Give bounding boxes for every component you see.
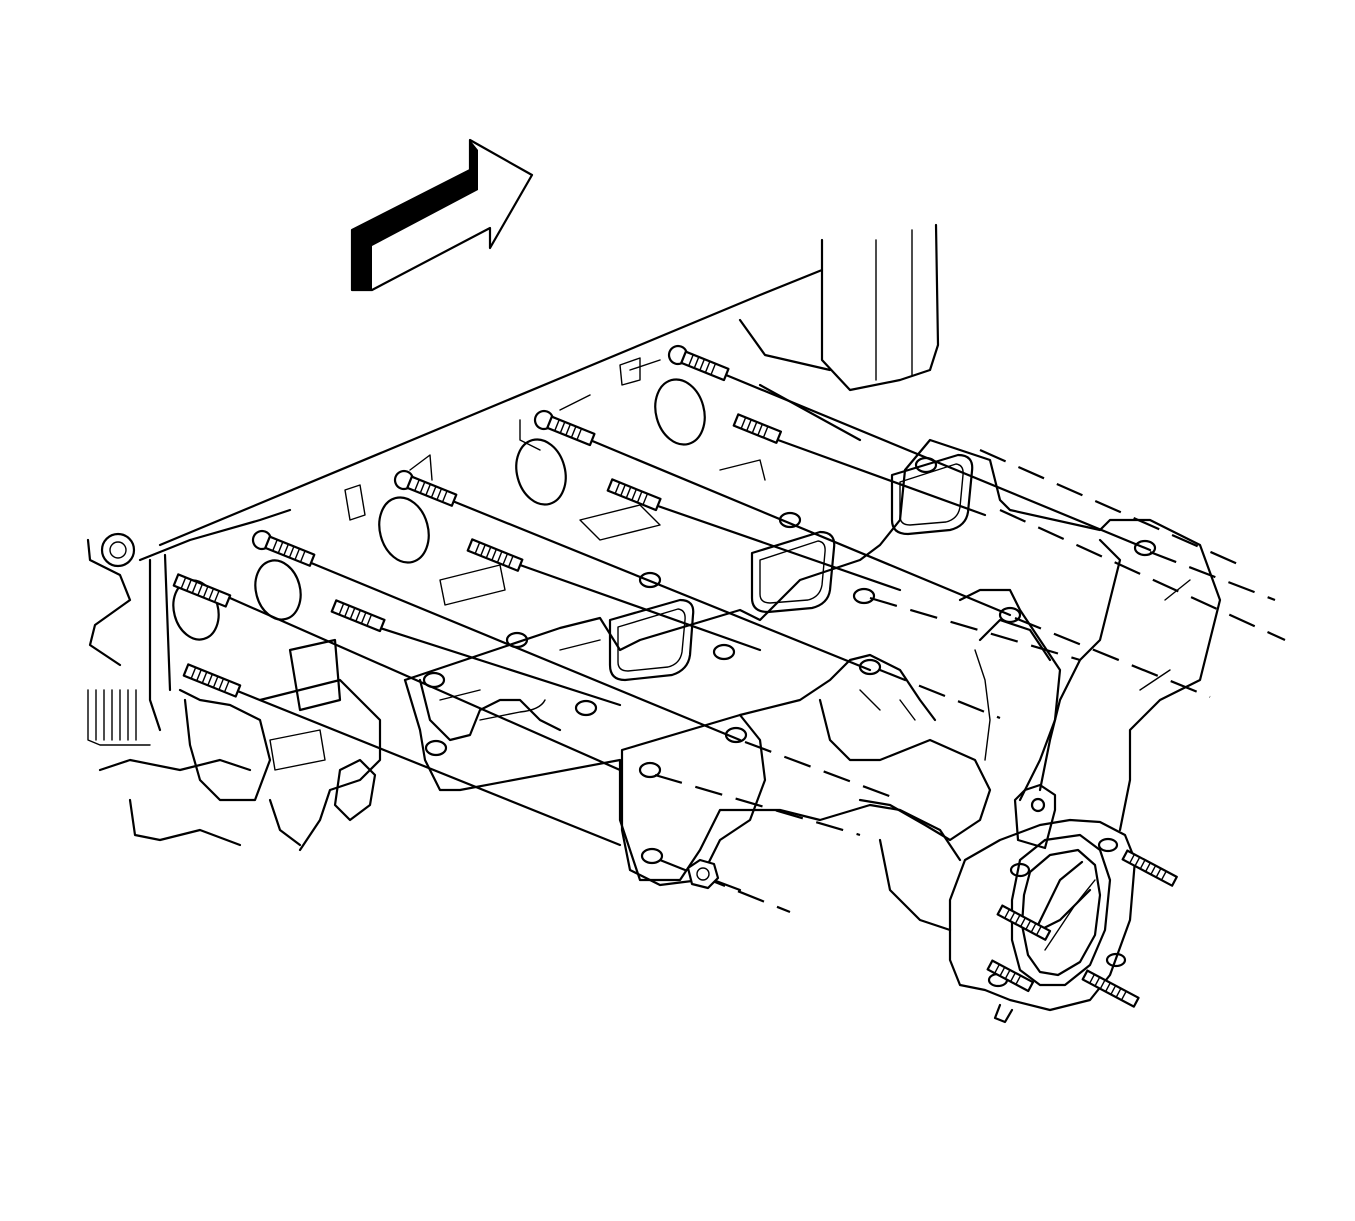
manifold-gasket-icon <box>608 453 974 682</box>
cylinder-head-icon <box>86 223 940 852</box>
direction-arrow-icon <box>350 138 534 292</box>
manifold-stud-icon <box>172 344 1178 1008</box>
manifold-nut-icon <box>686 858 720 890</box>
alignment-lines <box>228 373 1286 914</box>
exhaust-manifold-icon <box>403 438 1222 932</box>
